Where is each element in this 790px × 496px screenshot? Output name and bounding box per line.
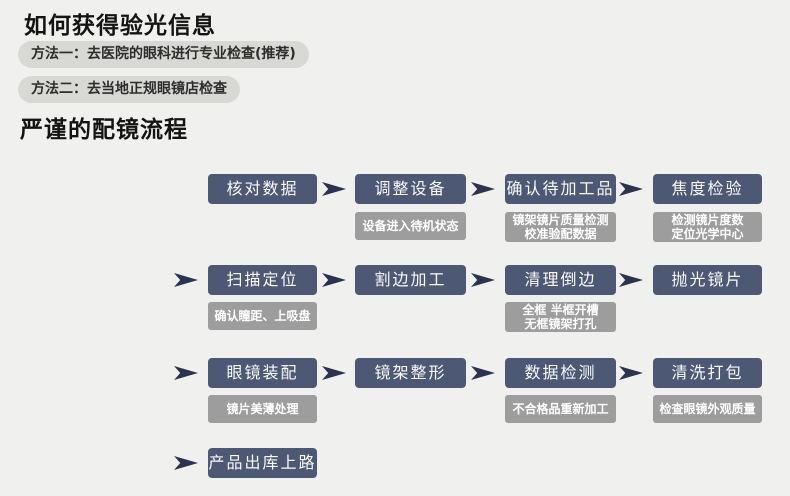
flow-arrow-icon xyxy=(322,366,346,380)
flow-arrow-icon xyxy=(174,273,198,287)
step-adjust-equipment: 调整设备 xyxy=(355,174,466,204)
step-note-power-inspection: 检测镜片度数 定位光学中心 xyxy=(653,212,762,242)
step-confirm-workpiece: 确认待加工品 xyxy=(505,174,616,204)
flow-arrow-icon xyxy=(471,273,495,287)
flow-arrow-icon xyxy=(619,366,643,380)
step-clean-bevel: 清理倒边 xyxy=(505,265,616,295)
page-title-optometry-info: 如何获得验光信息 xyxy=(24,13,216,39)
step-note-clean-bevel: 全框 半框开槽 无框镜架打孔 xyxy=(505,302,616,332)
step-edge-cutting: 割边加工 xyxy=(355,265,466,295)
step-note-data-inspection: 不合格品重新加工 xyxy=(505,395,616,423)
step-polish-lens: 抛光镜片 xyxy=(653,265,762,295)
step-note-clean-packaging: 检查眼镜外观质量 xyxy=(653,395,762,423)
flow-arrow-icon xyxy=(619,273,643,287)
step-note-scan-positioning: 确认瞳距、上吸盘 xyxy=(208,302,317,330)
step-glasses-assembly: 眼镜装配 xyxy=(208,358,317,388)
section-title-fitting-process: 严谨的配镜流程 xyxy=(20,117,188,143)
step-frame-shaping: 镜架整形 xyxy=(355,358,466,388)
step-scan-positioning: 扫描定位 xyxy=(208,265,317,295)
step-data-inspection: 数据检测 xyxy=(505,358,616,388)
step-note-adjust-equipment: 设备进入待机状态 xyxy=(355,212,466,240)
step-note-glasses-assembly: 镜片美薄处理 xyxy=(208,395,317,423)
step-verify-data: 核对数据 xyxy=(208,174,317,204)
step-note-confirm-workpiece: 镜架镜片质量检测 校准验配数据 xyxy=(505,212,616,242)
flow-arrow-icon xyxy=(174,366,198,380)
flow-arrow-icon xyxy=(471,366,495,380)
flow-arrow-icon xyxy=(322,273,346,287)
flow-arrow-icon xyxy=(322,182,346,196)
method-1-badge: 方法一：去医院的眼科进行专业检查(推荐) xyxy=(18,41,309,68)
method-2-badge: 方法二：去当地正规眼镜店检查 xyxy=(18,76,240,103)
flow-arrow-icon xyxy=(174,456,198,470)
step-product-shipping: 产品出库上路 xyxy=(208,448,317,478)
flow-arrow-icon xyxy=(619,182,643,196)
step-power-inspection: 焦度检验 xyxy=(653,174,762,204)
flow-arrow-icon xyxy=(471,182,495,196)
step-clean-packaging: 清洗打包 xyxy=(653,358,762,388)
